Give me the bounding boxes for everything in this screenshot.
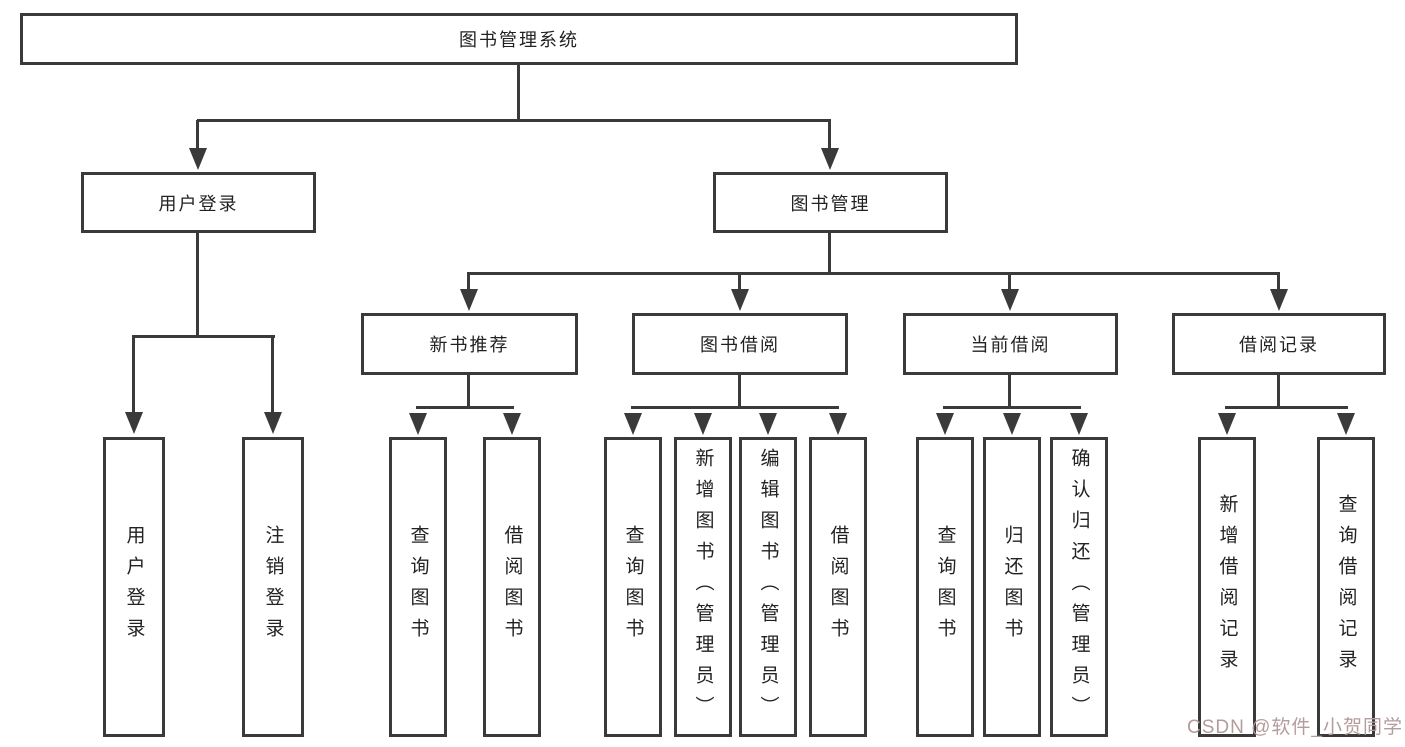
- node-new-book-recommendation-label: 新书推荐: [429, 335, 510, 355]
- node-borrowing-records: 借阅记录: [1172, 313, 1386, 375]
- node-new-book-recommendation: 新书推荐: [361, 313, 578, 375]
- leaf-user-login-label: 用户登录: [123, 525, 145, 649]
- connector-line: [828, 233, 831, 274]
- connector-arrowhead: [624, 413, 642, 435]
- node-current-borrowing: 当前借阅: [903, 313, 1118, 375]
- connector-line: [196, 233, 199, 337]
- connector-arrowhead: [1218, 413, 1236, 435]
- leaf-borrow-books: 借阅图书: [809, 437, 867, 737]
- leaf-edit-books-admin-label: 编辑图书（管理员）: [757, 447, 779, 727]
- connector-line: [631, 406, 839, 409]
- leaf-return-books-label: 归还图书: [1001, 525, 1023, 649]
- csdn-watermark: CSDN @软件_小贺同学: [1187, 717, 1403, 738]
- connector-line: [943, 406, 1081, 409]
- connector-arrowhead: [409, 413, 427, 435]
- connector-arrowhead: [1001, 289, 1019, 311]
- leaf-confirm-return-admin: 确认归还（管理员）: [1050, 437, 1108, 737]
- connector-line: [1008, 273, 1011, 289]
- leaf-query-borrow-record: 查询借阅记录: [1317, 437, 1375, 737]
- connector-line: [416, 406, 514, 409]
- connector-arrowhead: [936, 413, 954, 435]
- leaf-add-books-admin-label: 新增图书（管理员）: [692, 447, 714, 727]
- connector-arrowhead: [694, 413, 712, 435]
- leaf-add-borrow-record-label: 新增借阅记录: [1216, 494, 1238, 680]
- leaf-query-books-current: 查询图书: [916, 437, 974, 737]
- connector-line: [196, 120, 199, 150]
- leaf-query-books-borrow: 查询图书: [604, 437, 662, 737]
- connector-line: [467, 273, 470, 289]
- node-book-borrowing: 图书借阅: [632, 313, 848, 375]
- leaf-logout: 注销登录: [242, 437, 304, 737]
- leaf-query-books-current-label: 查询图书: [934, 525, 956, 649]
- leaf-borrow-books-label: 借阅图书: [827, 525, 849, 649]
- connector-arrowhead: [759, 413, 777, 435]
- node-book-management-label: 图书管理: [790, 193, 871, 214]
- connector-arrowhead: [1270, 289, 1288, 311]
- leaf-borrow-books-recommend-label: 借阅图书: [501, 525, 523, 649]
- connector-line: [1277, 273, 1280, 289]
- connector-line: [1008, 375, 1011, 408]
- leaf-add-books-admin: 新增图书（管理员）: [674, 437, 732, 737]
- connector-line: [132, 336, 135, 412]
- leaf-return-books: 归还图书: [983, 437, 1041, 737]
- connector-arrowhead: [1070, 413, 1088, 435]
- node-borrowing-records-label: 借阅记录: [1239, 335, 1319, 355]
- node-user-login: 用户登录: [81, 172, 316, 233]
- leaf-confirm-return-admin-label: 确认归还（管理员）: [1068, 447, 1090, 727]
- connector-line: [467, 272, 1280, 275]
- leaf-logout-label: 注销登录: [262, 525, 284, 649]
- connector-line: [1225, 406, 1348, 409]
- connector-arrowhead: [460, 289, 478, 311]
- connector-line: [197, 119, 831, 122]
- connector-line: [1277, 375, 1280, 408]
- connector-line: [467, 375, 470, 408]
- node-user-login-label: 用户登录: [158, 193, 239, 214]
- node-library-system: 图书管理系统: [20, 13, 1018, 65]
- leaf-add-borrow-record: 新增借阅记录: [1198, 437, 1256, 737]
- leaf-query-books-recommend: 查询图书: [389, 437, 447, 737]
- connector-line: [517, 65, 520, 122]
- connector-arrowhead: [189, 148, 207, 170]
- connector-line: [738, 273, 741, 289]
- connector-arrowhead: [821, 148, 839, 170]
- connector-arrowhead: [731, 289, 749, 311]
- leaf-query-borrow-record-label: 查询借阅记录: [1335, 494, 1357, 680]
- node-current-borrowing-label: 当前借阅: [970, 335, 1051, 355]
- connector-line: [828, 120, 831, 150]
- leaf-query-books-borrow-label: 查询图书: [622, 525, 644, 649]
- connector-arrowhead: [264, 412, 282, 434]
- connector-arrowhead: [1003, 413, 1021, 435]
- node-library-system-label: 图书管理系统: [459, 30, 579, 50]
- leaf-borrow-books-recommend: 借阅图书: [483, 437, 541, 737]
- node-book-borrowing-label: 图书借阅: [700, 335, 780, 355]
- connector-arrowhead: [1337, 413, 1355, 435]
- connector-arrowhead: [503, 413, 521, 435]
- connector-line: [738, 375, 741, 408]
- connector-line: [132, 335, 275, 338]
- leaf-user-login: 用户登录: [103, 437, 165, 737]
- node-book-management: 图书管理: [713, 172, 948, 233]
- connector-arrowhead: [125, 412, 143, 434]
- leaf-query-books-recommend-label: 查询图书: [407, 525, 429, 649]
- leaf-edit-books-admin: 编辑图书（管理员）: [739, 437, 797, 737]
- connector-arrowhead: [829, 413, 847, 435]
- connector-line: [271, 336, 274, 412]
